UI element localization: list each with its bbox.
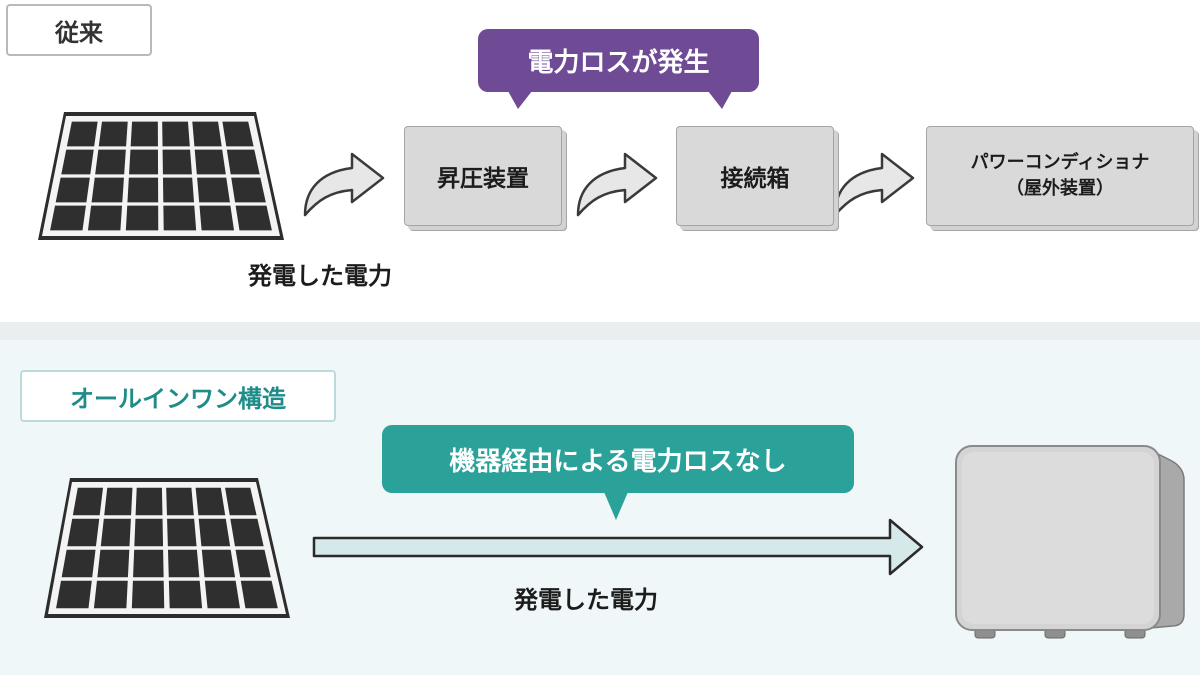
solar-cell	[197, 177, 230, 203]
solar-panel-icon	[44, 478, 290, 618]
solar-cell	[198, 518, 231, 547]
solar-cell	[195, 487, 226, 516]
all-in-one-device-icon	[955, 445, 1185, 639]
section-divider	[0, 322, 1200, 340]
curved-arrow-icon	[833, 152, 915, 217]
callout-pointer-left	[508, 91, 532, 109]
solar-cell	[66, 121, 98, 147]
junction-box-label: 接続箱	[720, 166, 790, 192]
solar-cell	[55, 177, 90, 203]
curved-arrow-icon	[303, 152, 385, 217]
power-conditioner-sublabel: （屋外装置）	[1006, 178, 1114, 199]
solar-cell	[93, 580, 128, 609]
solar-cell	[72, 487, 104, 516]
no-loss-callout: 機器経由による電力ロスなし	[382, 425, 854, 493]
power-conditioner-box: パワーコンディショナ （屋外装置）	[926, 126, 1194, 226]
solar-cell	[97, 549, 130, 578]
solar-cell	[133, 549, 164, 578]
solar-cell	[163, 205, 197, 231]
solar-cell	[168, 580, 203, 609]
solar-cell	[129, 149, 159, 175]
solar-cell	[125, 205, 159, 231]
solar-cell	[192, 121, 222, 147]
solar-cell	[87, 205, 123, 231]
curved-arrow-icon	[576, 152, 658, 217]
booster-device-box: 昇圧装置	[404, 126, 562, 226]
power-conditioner-label: パワーコンディショナ	[970, 151, 1150, 173]
callout-pointer-right	[708, 91, 732, 109]
solar-cell	[167, 518, 197, 547]
solar-cell	[226, 149, 260, 175]
booster-device-label: 昇圧装置	[437, 166, 529, 192]
solar-cell	[67, 518, 100, 547]
solar-cell	[222, 121, 254, 147]
solar-panel-icon	[38, 112, 284, 240]
conventional-tag: 従来	[6, 4, 152, 56]
callout-pointer	[604, 492, 628, 520]
solar-cell	[98, 121, 128, 147]
solar-cell	[231, 177, 266, 203]
solar-cell	[131, 580, 165, 609]
solar-cell	[225, 487, 257, 516]
solar-cell	[130, 121, 158, 147]
solar-cell	[199, 205, 235, 231]
solar-cell	[50, 205, 86, 231]
solar-cell	[135, 487, 163, 516]
solar-cell	[61, 549, 96, 578]
solar-cell	[134, 518, 164, 547]
solar-cell	[235, 205, 272, 231]
solar-cell	[162, 149, 192, 175]
solar-cell	[100, 518, 131, 547]
generated-power-label: 発電した電力	[514, 586, 658, 614]
solar-cell	[56, 580, 92, 609]
long-arrow-icon	[312, 518, 924, 576]
solar-cell	[95, 149, 126, 175]
solar-cell	[166, 487, 194, 516]
solar-cell	[91, 177, 124, 203]
solar-cell	[162, 121, 190, 147]
solar-cell	[201, 549, 236, 578]
junction-box: 接続箱	[676, 126, 834, 226]
solar-cell	[194, 149, 226, 175]
solar-cell	[167, 549, 200, 578]
generated-power-label: 発電した電力	[248, 262, 392, 290]
all-in-one-tag: オールインワン構造	[20, 370, 336, 422]
solar-cell	[240, 580, 278, 609]
solar-cell	[127, 177, 159, 203]
solar-cell	[230, 518, 264, 547]
power-loss-callout: 電力ロスが発生	[478, 29, 759, 92]
solar-cell	[162, 177, 195, 203]
solar-cell	[204, 580, 240, 609]
solar-cell	[235, 549, 271, 578]
solar-cell	[104, 487, 133, 516]
solar-cell	[61, 149, 94, 175]
